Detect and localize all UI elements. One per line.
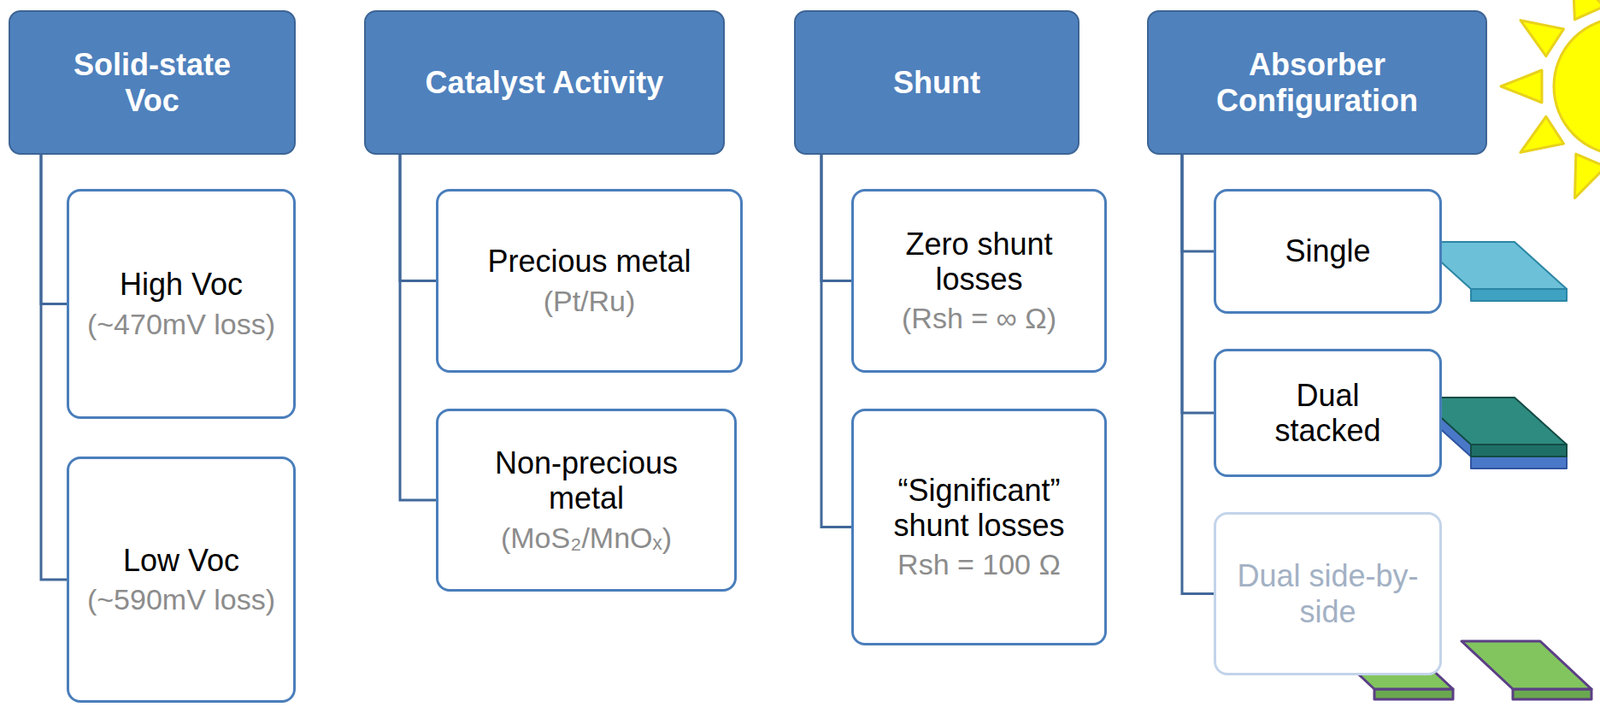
option-box: Precious metal (Pt/Ru) [435,188,743,373]
node-label: Solid-state Voc [45,47,259,118]
option-box: Dual stacked [1213,348,1442,477]
node-label: “Significant” shunt losses [870,472,1088,544]
sun-ray [1575,153,1600,199]
node-label: Dual side-by-side [1233,558,1423,630]
category-header: Solid-state Voc [8,10,296,155]
tree-connector [1182,154,1214,252]
category-header: Shunt [794,10,1080,155]
node-label: Single [1284,233,1371,269]
tree-connector [821,154,852,528]
text-group: High Voc (~470mV loss) [87,266,276,341]
node-detail: (~470mV loss) [87,307,276,342]
option-box: High Voc (~470mV loss) [66,188,296,419]
text-group: Solid-state Voc [45,47,259,118]
sun-ray [1520,116,1565,153]
tree-connector [400,154,436,282]
node-detail: (~590mV loss) [87,582,276,617]
text-group: “Significant” shunt lossesRsh = 100 Ω [870,472,1088,583]
node-label: Dual stacked [1242,377,1414,449]
node-label: Non-precious metal [455,445,718,517]
node-label: Absorber Configuration [1165,47,1469,118]
option-box: “Significant” shunt lossesRsh = 100 Ω [851,408,1107,646]
category-header: Catalyst Activity [364,10,725,155]
option-box: Zero shunt losses(Rsh = ∞ Ω) [851,188,1107,373]
text-group: Non-precious metal (MoS₂/MnOₓ) [455,445,718,555]
text-group: Shunt [893,64,981,100]
sun-icon [1500,0,1600,199]
tree-connector [821,154,852,282]
sun-ray [1520,20,1565,57]
option-box: Low Voc (~590mV loss) [66,456,296,703]
sun-ray [1500,70,1542,103]
node-label: Low Voc [123,542,240,578]
node-detail: (Pt/Ru) [543,284,636,318]
tree-connector [41,154,67,305]
text-group: Zero shunt losses(Rsh = ∞ Ω) [870,226,1088,336]
node-detail: (Rsh = ∞ Ω) [901,301,1057,336]
tree-connector [1182,154,1214,595]
text-group: Dual stacked [1242,377,1414,449]
text-group: Catalyst Activity [425,64,665,100]
tree-connector [1182,154,1214,413]
category-header: Absorber Configuration [1147,10,1488,155]
text-group: Low Voc (~590mV loss) [87,542,276,617]
tree-connector [400,154,436,500]
node-label: Zero shunt losses [870,226,1088,298]
sun-ray [1572,0,1600,20]
node-label: Precious metal [487,243,691,279]
node-detail: Rsh = 100 Ω [897,547,1061,582]
node-label: Shunt [893,64,981,100]
option-box: Dual side-by-side [1213,511,1442,676]
node-label: Catalyst Activity [425,64,665,100]
node-detail: (MoS₂/MnOₓ) [500,521,672,555]
option-box: Single [1213,188,1442,314]
text-group: Single [1284,233,1371,269]
node-label: High Voc [119,266,243,302]
text-group: Dual side-by-side [1233,558,1423,630]
text-group: Absorber Configuration [1165,47,1469,118]
sun-disc [1553,17,1600,155]
tree-connector [41,154,67,580]
text-group: Precious metal (Pt/Ru) [487,243,691,318]
option-box: Non-precious metal (MoS₂/MnOₓ) [435,408,737,592]
